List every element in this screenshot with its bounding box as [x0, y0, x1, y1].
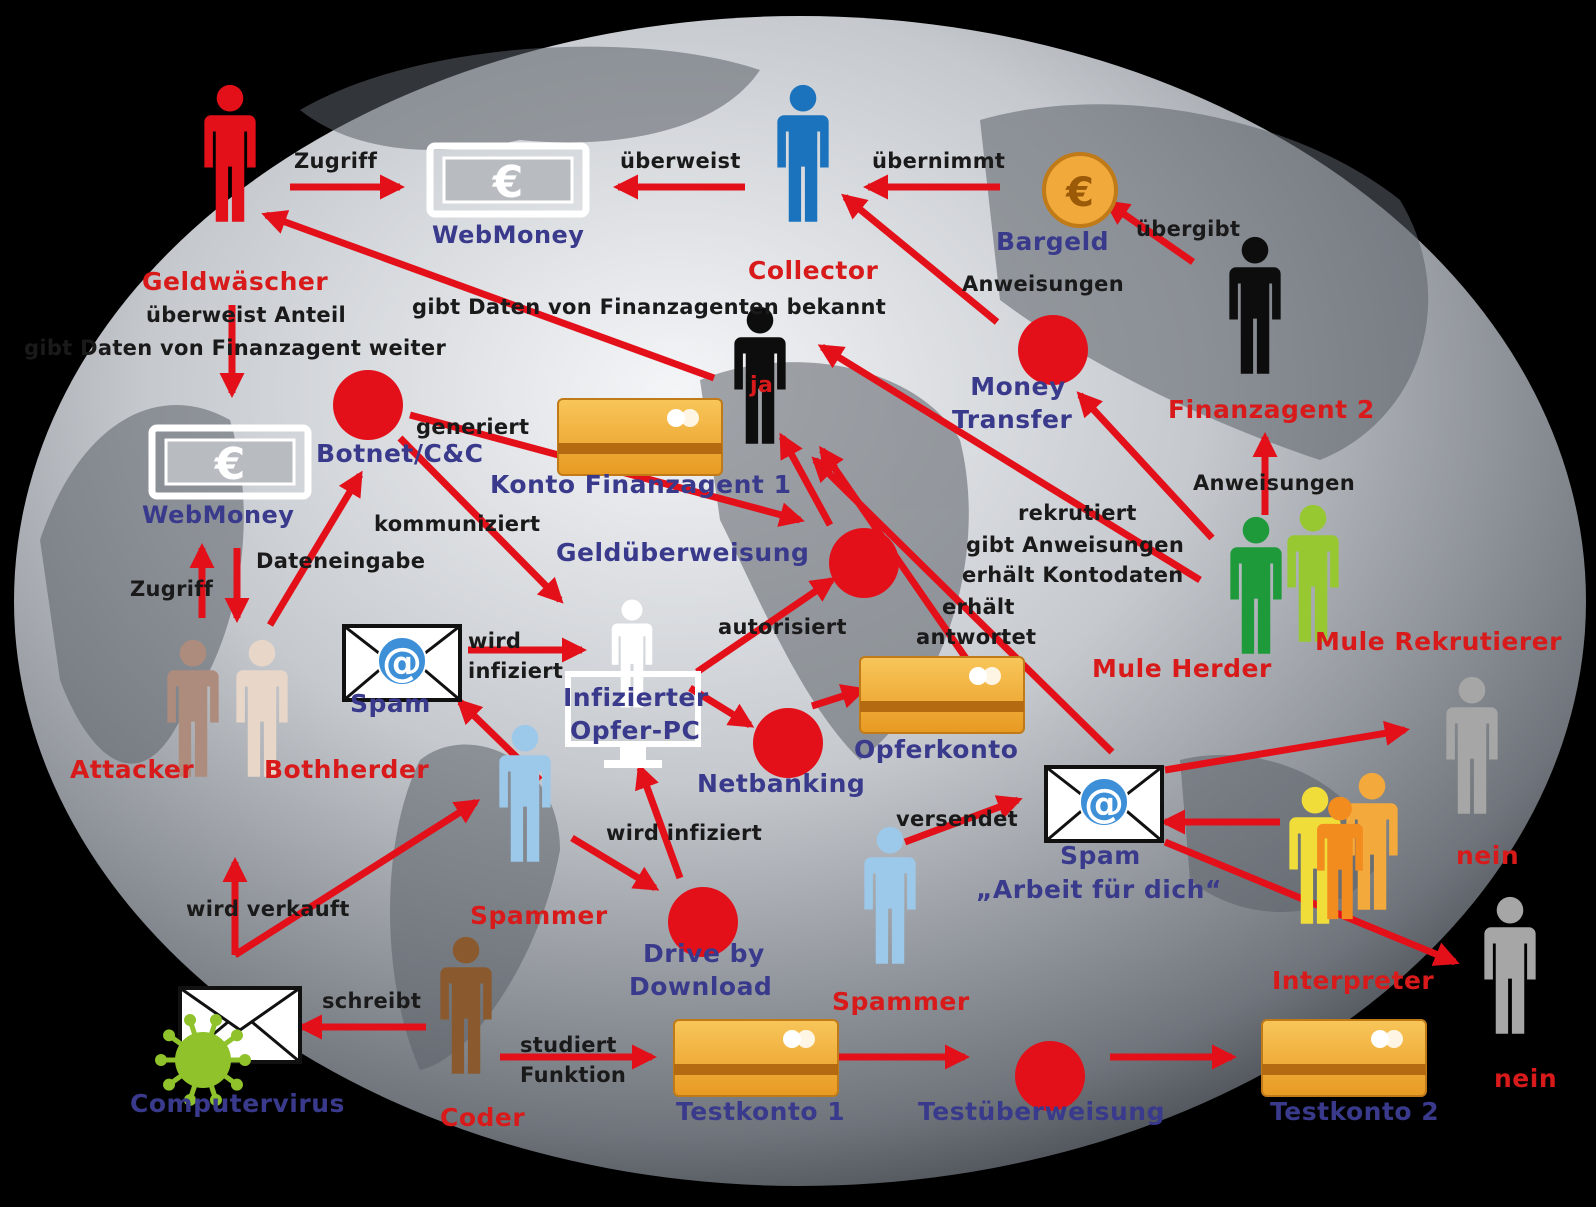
edge-rekrutiert: rekrutiert: [1018, 501, 1137, 525]
label-konto-finanzagent: Konto Finanzagent 1: [490, 470, 792, 499]
edge-ueberweist: überweist: [620, 149, 741, 173]
label-interpreter: Interpreter: [1272, 966, 1435, 995]
label-spammer-right: Spammer: [832, 987, 970, 1016]
edge-zugriff-left: Zugriff: [130, 577, 214, 601]
label-spam-right: Spam: [1060, 841, 1141, 870]
label-mule-rekrutierer: Mule Rekrutierer: [1315, 627, 1562, 656]
label-nein-top: nein: [1456, 841, 1520, 870]
label-transfer: Transfer: [952, 405, 1073, 434]
label-arbeit-fuer-dich: „Arbeit für dich“: [976, 875, 1222, 904]
label-netbanking: Netbanking: [697, 769, 866, 798]
edge-ueberweist-anteil: überweist Anteil: [146, 303, 346, 327]
arrow-uebergibt: [1103, 200, 1195, 265]
label-webmoney-top: WebMoney: [432, 221, 585, 249]
label-nein-bottom: nein: [1494, 1064, 1558, 1093]
arrow-kommuniziert: [397, 435, 564, 604]
node-dot-botnet: [333, 370, 403, 440]
euro-coin-icon: €: [1042, 152, 1118, 228]
label-bargeld: Bargeld: [996, 227, 1110, 256]
envelope-icon: [178, 986, 302, 1064]
edge-funktion: Funktion: [520, 1063, 627, 1087]
edge-wird: wird: [468, 629, 522, 653]
arrow-anweisungen-top: [841, 193, 1000, 325]
edge-anweisungen-top: Anweisungen: [962, 272, 1124, 296]
monitor-icon: [565, 671, 701, 768]
edge-dateneingabe: Dateneingabe: [256, 549, 426, 573]
edge-autorisiert: autorisiert: [718, 615, 847, 639]
edge-versendet: versendet: [896, 807, 1018, 831]
label-money: Money: [970, 372, 1066, 401]
edge-anweisungen-right: Anweisungen: [1193, 471, 1355, 495]
email-at-icon-spam-right: [1044, 765, 1164, 843]
label-mule-herder: Mule Herder: [1092, 654, 1272, 683]
label-geldwaescher: Geldwäscher: [142, 267, 329, 296]
edge-gibt-daten-weiter: gibt Daten von Finanzagent weiter: [24, 336, 447, 360]
arrow-bothherder-botnet: [266, 470, 364, 627]
label-computervirus: Computervirus: [130, 1089, 345, 1118]
label-bothherder: Bothherder: [264, 755, 430, 784]
label-coder: Coder: [440, 1103, 526, 1132]
label-testkonto-2: Testkonto 2: [1270, 1097, 1440, 1126]
node-dot-geldueberweisung: [829, 528, 899, 598]
label-opfer-pc: Opfer-PC: [570, 716, 701, 745]
label-drive-by: Drive by: [643, 939, 765, 968]
node-icons: €: [152, 84, 1536, 1111]
node-dot-netbanking: [753, 708, 823, 778]
arrow-netbanking-opferkonto: [810, 684, 867, 710]
label-spam-left: Spam: [350, 689, 431, 718]
arrow-rekrutiert-line: [817, 344, 1202, 583]
edge-wird-verkauft: wird verkauft: [186, 897, 350, 921]
label-ja: ja: [750, 373, 774, 398]
label-webmoney-left: WebMoney: [142, 501, 295, 529]
virus-icon: [155, 1014, 251, 1106]
edge-studiert: studiert: [520, 1033, 617, 1057]
edge-zugriff-top: Zugriff: [294, 149, 378, 173]
arrow-spammer-drive: [570, 835, 660, 891]
arrow-autorisiert: [695, 577, 837, 675]
arrow-verkauft-diag: [233, 799, 481, 958]
label-collector: Collector: [748, 256, 879, 285]
arrow-geldueberweisung-ja: [778, 432, 834, 527]
label-attacker: Attacker: [70, 755, 195, 784]
label-opferkonto: Opferkonto: [854, 735, 1019, 764]
arrow-mule-money: [1076, 391, 1215, 541]
label-finanzagent-2: Finanzagent 2: [1168, 395, 1375, 424]
edge-schreibt: schreibt: [322, 989, 422, 1013]
bank-card-icon-konto-finanzagent: [557, 398, 723, 476]
edge-generiert: generiert: [416, 415, 530, 439]
edge-erhaelt-kontodaten: erhält Kontodaten: [962, 563, 1184, 587]
edge-erhaelt: erhält: [942, 595, 1015, 619]
arrow-gibt-daten-bekannt: [261, 210, 716, 382]
label-spammer-left: Spammer: [470, 901, 608, 930]
bank-card-icon-testkonto-1: [673, 1019, 839, 1097]
label-geldueberweisung: Geldüberweisung: [556, 538, 810, 567]
edge-infiziert: infiziert: [468, 659, 564, 683]
label-infizierter: Infizierter: [563, 683, 709, 712]
label-testueberweisung: Testüberweisung: [918, 1097, 1165, 1126]
bank-card-icon-testkonto-2: [1261, 1019, 1427, 1097]
edge-antwortet: antwortet: [916, 625, 1037, 649]
label-botnet: Botnet/C&C: [316, 439, 484, 468]
arrow-versendet: [903, 795, 1023, 846]
edge-gibt-anweisungen: gibt Anweisungen: [966, 533, 1185, 557]
label-download: Download: [629, 972, 773, 1001]
edge-kommuniziert: kommuniziert: [374, 512, 541, 536]
arrow-drive-pc: [635, 763, 684, 880]
svg-text:€: €: [1065, 170, 1094, 216]
edge-arrows: [189, 174, 1460, 1070]
person-icon-nein-bottom: [1484, 896, 1536, 1034]
edge-uebergibt: übergibt: [1136, 217, 1241, 241]
arrow-spam-nein-top: [1164, 720, 1410, 774]
edge-gibt-daten-bekannt: gibt Daten von Finanzagenten bekannt: [412, 295, 887, 319]
edge-wird-infiziert-lower: wird infiziert: [606, 821, 763, 845]
edge-uebernimmt: übernimmt: [872, 149, 1006, 173]
label-testkonto-1: Testkonto 1: [676, 1097, 846, 1126]
bank-card-icon-opferkonto: [859, 656, 1025, 734]
